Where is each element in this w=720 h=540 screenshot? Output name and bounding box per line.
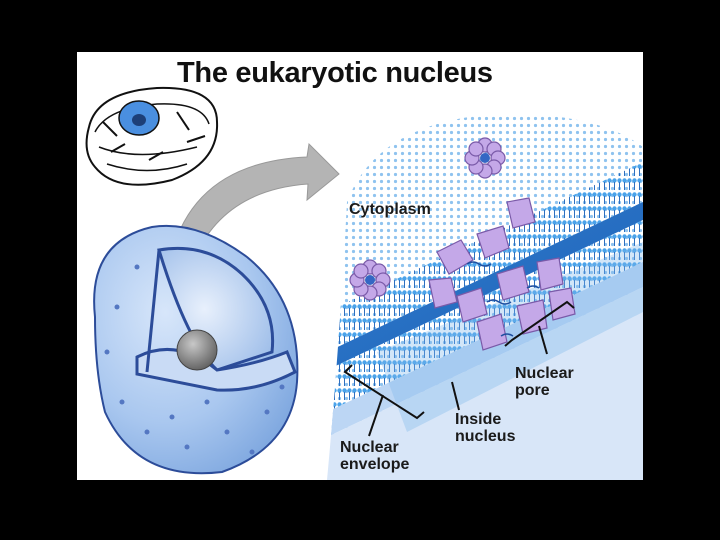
label-cytoplasm: Cytoplasm [349, 201, 431, 219]
label-brackets [343, 300, 575, 437]
nuclear-pore-dots [104, 264, 285, 455]
nucleus-cutaway [93, 224, 299, 475]
pore-strands [466, 261, 540, 337]
page-title: The eukaryotic nucleus [177, 57, 493, 89]
label-nuclear-envelope-line1: Nuclear [340, 439, 399, 456]
pore-rosette-top [464, 137, 506, 179]
nucleolus [176, 329, 218, 371]
label-nuclear-pore-line2: pore [515, 381, 550, 399]
cell-icon [85, 86, 219, 186]
label-inside-nucleus-line2: nucleus [455, 427, 516, 445]
label-nuclear-envelope: Nuclear envelope [340, 439, 410, 474]
pore-rosette-left [349, 259, 391, 301]
label-nuclear-pore: Nuclear pore [515, 365, 574, 400]
label-inside-nucleus: Inside nucleus [455, 411, 516, 446]
nuclear-pore-complex [428, 197, 576, 351]
label-cytoplasm-text: Cytoplasm [349, 201, 431, 218]
label-nuclear-envelope-line2: envelope [340, 455, 410, 473]
nucleus-illustration [85, 86, 643, 480]
label-inside-nucleus-line1: Inside [455, 411, 502, 428]
label-nuclear-pore-line1: Nuclear [515, 365, 574, 382]
diagram-panel: The eukaryotic nucleus Cytoplasm Nuclear… [77, 52, 643, 480]
zoom-arrow [171, 142, 340, 258]
